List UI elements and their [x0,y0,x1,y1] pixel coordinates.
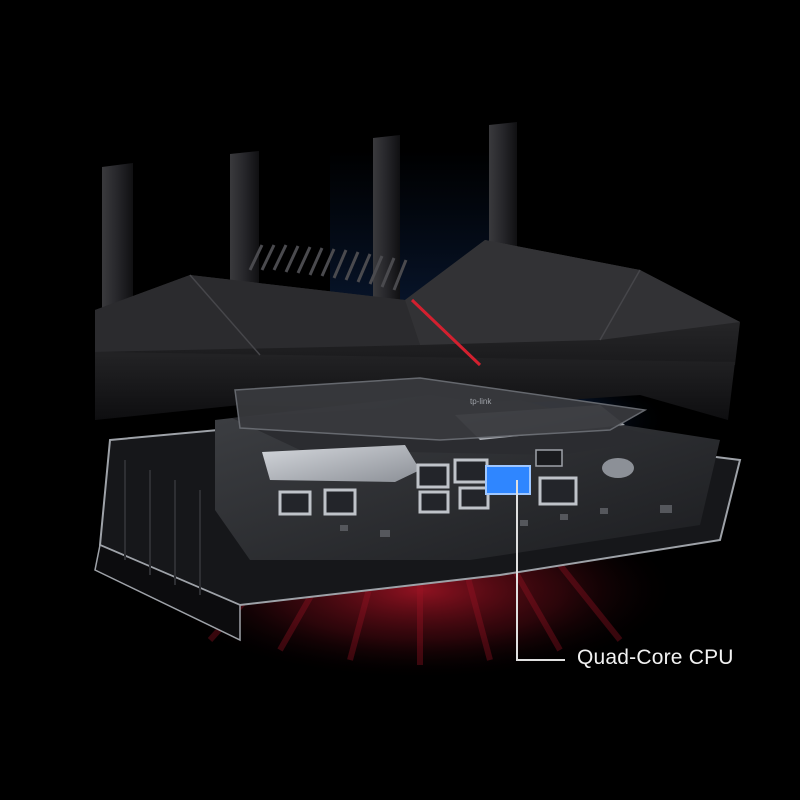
cpu-chip [485,465,531,495]
heat-sink-fins [248,244,408,291]
chip-grid [278,458,578,516]
callout-label-quad-core-cpu: Quad-Core CPU [577,646,734,669]
red-accent-stripe [410,298,482,367]
brand-logo: tp-link [470,397,492,406]
callout-leader-line [516,480,565,661]
antenna-3 [373,135,400,332]
metal-shield-left [262,445,420,482]
top-cover-plate: tp-link [234,377,648,441]
